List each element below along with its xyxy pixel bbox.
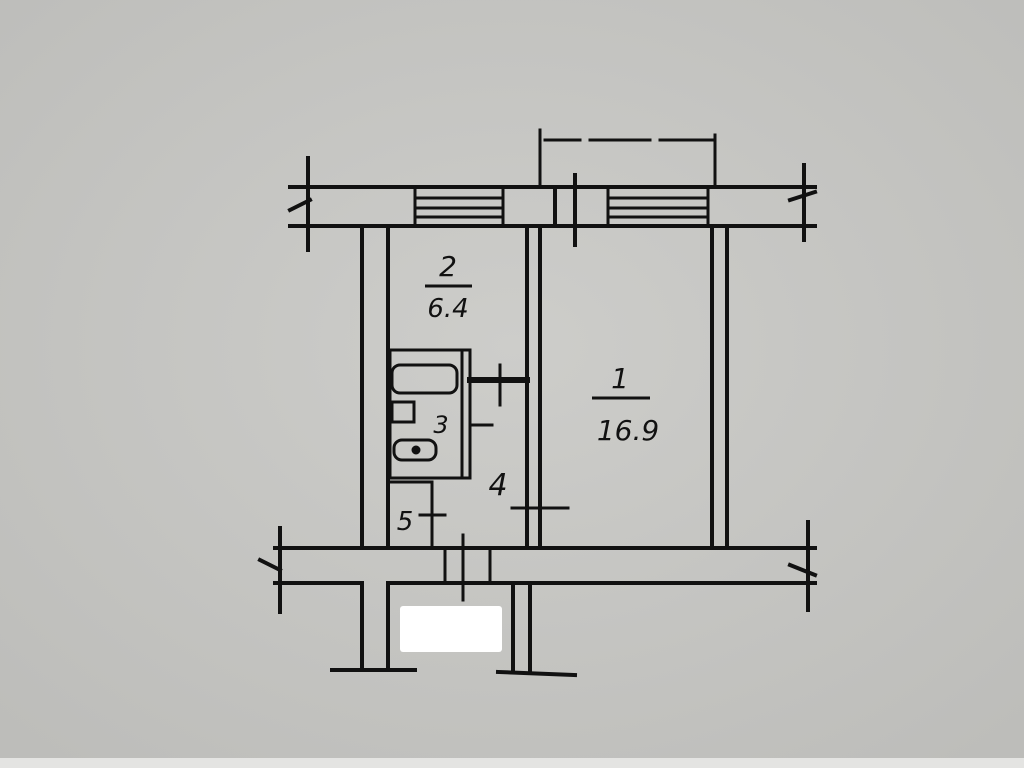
toilet-room [388, 480, 447, 550]
wall-left [360, 224, 390, 672]
room-5-number: 5 [397, 507, 414, 537]
room-1-area: 16.9 [597, 414, 659, 447]
room-4-number: 4 [488, 468, 507, 503]
wall-bottom [257, 520, 818, 614]
room-3-number: 3 [433, 411, 448, 439]
redacted-label [400, 606, 502, 652]
window-right [606, 185, 710, 228]
bottom-edge [0, 758, 1024, 768]
room-1-number: 1 [611, 362, 629, 395]
wall-right [710, 224, 729, 550]
bathroom [388, 348, 530, 480]
window-left [413, 185, 505, 228]
room-2-number: 2 [439, 250, 457, 283]
wall-lower [330, 581, 578, 678]
dimension-line [538, 128, 717, 187]
partition-wall [510, 224, 570, 550]
room-2-area: 6.4 [427, 294, 468, 324]
